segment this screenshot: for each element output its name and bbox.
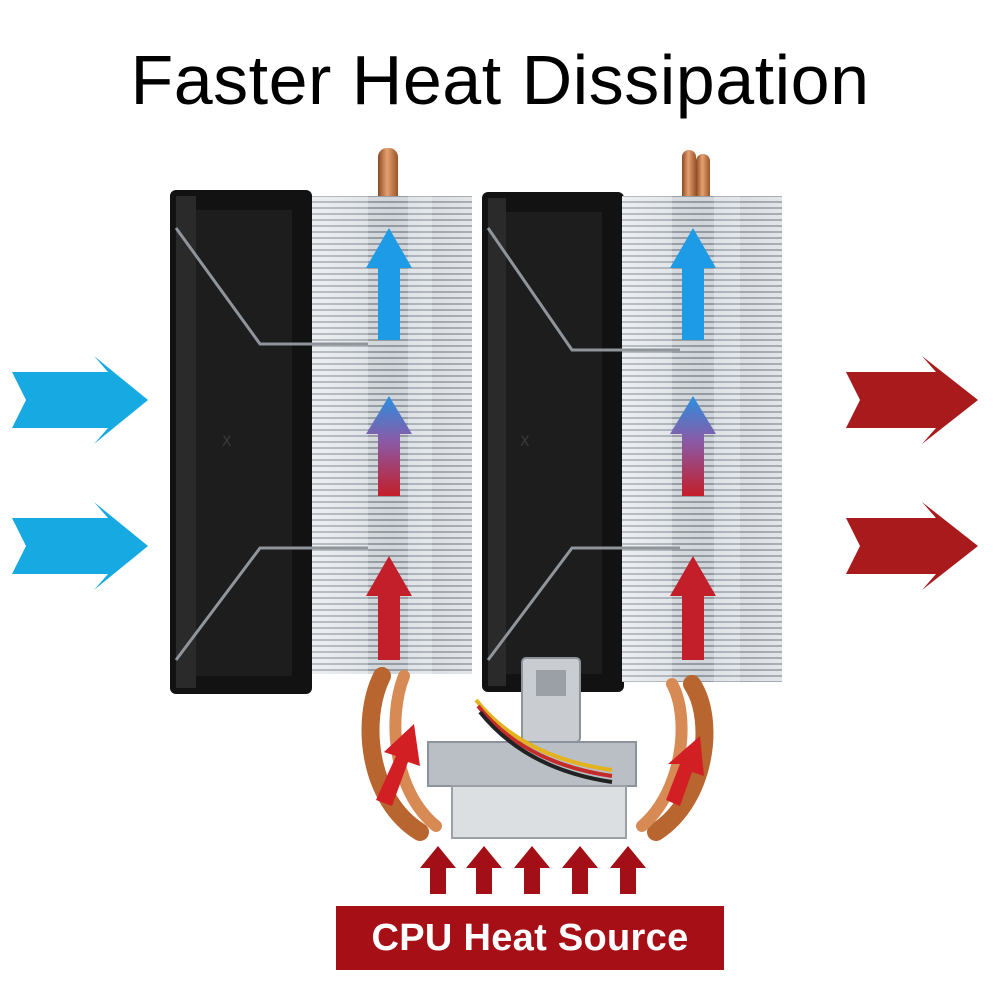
cpu-heat-source-banner: CPU Heat Source: [336, 906, 724, 970]
page-title: Faster Heat Dissipation: [130, 41, 870, 119]
heat-up-arrow-icon: [376, 724, 420, 806]
heat-up-arrow-icon: [670, 396, 716, 496]
heat-up-arrow-icon: [610, 846, 646, 894]
mounting-bracket: [427, 657, 637, 839]
heat-up-arrow-icon: [420, 846, 456, 894]
svg-text:X: X: [222, 434, 232, 450]
heat-up-arrow-icon: [366, 396, 412, 496]
heat-up-arrow-icon: [670, 556, 716, 660]
heat-up-arrow-icon: [466, 846, 502, 894]
left-fan: X: [170, 190, 312, 694]
base-heat-arrows: [376, 724, 704, 806]
cool-air-arrow-icon: [12, 502, 148, 590]
heat-up-arrow-icon: [366, 556, 412, 660]
svg-text:X: X: [520, 434, 530, 450]
hot-air-arrow-icon: [846, 502, 978, 590]
heat-up-arrow-icon: [514, 846, 550, 894]
fan-clips: [174, 227, 680, 661]
heat-up-arrow-icon: [670, 228, 716, 340]
hot-air-arrow-icon: [846, 356, 978, 444]
cpu-heat-source-label: CPU Heat Source: [371, 916, 689, 959]
heatpipe-tips: [378, 148, 710, 208]
heat-rise-arrows: [366, 228, 716, 660]
cpu-heat-arrows: [420, 846, 646, 894]
cool-air-arrow-icon: [12, 356, 148, 444]
right-fan: X: [482, 192, 624, 692]
exhaust-arrows: [846, 356, 978, 590]
heat-up-arrow-icon: [666, 736, 704, 806]
heat-up-arrow-icon: [562, 846, 598, 894]
intake-arrows: [12, 356, 148, 590]
heat-up-arrow-icon: [366, 228, 412, 340]
